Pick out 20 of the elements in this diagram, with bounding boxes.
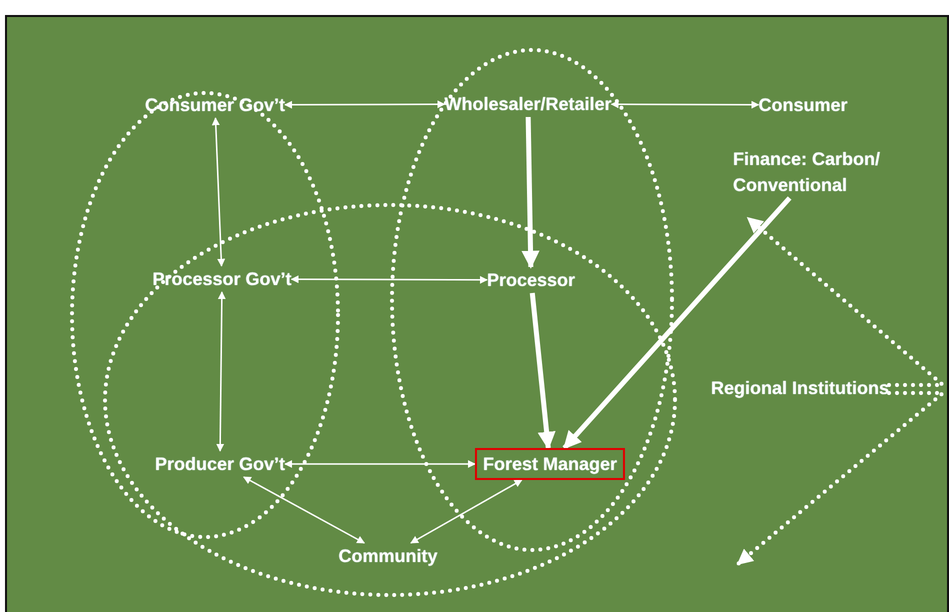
node-label: Processor	[486, 267, 576, 293]
node-label: Producer Gov’t	[154, 451, 286, 477]
arrow	[212, 117, 226, 267]
arrow	[562, 196, 792, 450]
arrow	[410, 479, 522, 544]
node-label: Consumer	[758, 92, 848, 118]
arrow	[522, 116, 540, 269]
node-label: Processor Gov’t	[152, 266, 292, 292]
node-label: Wholesaler/Retailer	[444, 91, 612, 117]
arrow	[284, 460, 476, 468]
arrow	[243, 476, 365, 544]
highlighted-label: Forest Manager	[474, 448, 626, 480]
node-label: Regional Institutions	[711, 375, 889, 401]
arrow	[290, 275, 488, 284]
arrow	[216, 291, 226, 452]
node-label: Community	[338, 543, 438, 569]
arrow	[610, 100, 760, 109]
node-label: Finance: Carbon/ Conventional	[733, 146, 893, 198]
arrow	[284, 100, 446, 109]
arrow	[530, 292, 556, 450]
